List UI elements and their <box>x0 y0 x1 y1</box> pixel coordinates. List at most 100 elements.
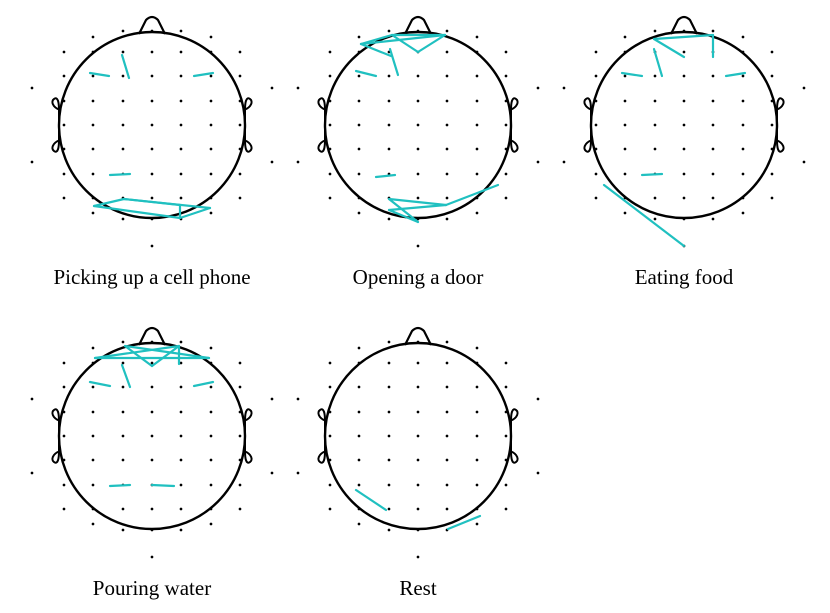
electrode-dot <box>536 471 540 475</box>
panel-caption: Picking up a cell phone <box>53 265 250 289</box>
electrode-dot <box>802 160 806 164</box>
electrode-dot <box>179 172 183 176</box>
electrode-dot <box>475 211 479 215</box>
electrode-dot <box>682 29 686 33</box>
panel-caption: Rest <box>399 576 437 600</box>
electrode-dot <box>711 147 715 151</box>
head-map <box>562 15 806 248</box>
electrode-dot <box>387 340 391 344</box>
electrode-dot <box>328 483 332 487</box>
electrode-dot <box>270 160 274 164</box>
electrode-dot <box>150 528 154 532</box>
electrode-dot <box>623 50 627 54</box>
electrode-dot <box>62 172 66 176</box>
electrode-dot <box>445 410 449 414</box>
electrode-dot <box>504 50 508 54</box>
electrode-dot <box>416 528 420 532</box>
electrode-dot <box>150 555 154 559</box>
electrode-dot <box>504 483 508 487</box>
connection-line <box>150 483 176 488</box>
electrode-dot <box>711 123 715 127</box>
connection-line <box>192 71 215 78</box>
electrode-dot <box>623 211 627 215</box>
panel-eating-food: Eating food <box>562 15 806 289</box>
electrode-dot <box>238 385 242 389</box>
electrode-dot <box>623 123 627 127</box>
electrode-dot <box>296 86 300 90</box>
connection-line <box>123 344 211 360</box>
electrode-dot <box>475 35 479 39</box>
electrode-dot <box>357 522 361 526</box>
electrode-dot <box>209 385 213 389</box>
connection-line <box>123 344 154 368</box>
head-map <box>296 15 540 248</box>
electrode-dot <box>150 410 154 414</box>
electrode-dot <box>770 196 774 200</box>
electrode-dot <box>445 458 449 462</box>
electrode-dot <box>30 160 34 164</box>
electrode-dot <box>121 29 125 33</box>
electrode-dot <box>357 99 361 103</box>
electrode-dot <box>682 147 686 151</box>
electrode-dot <box>179 147 183 151</box>
electrode-dot <box>179 410 183 414</box>
electrode-dot <box>653 99 657 103</box>
connection-line <box>374 173 397 179</box>
electrode-dot <box>179 50 183 54</box>
electrode-dot <box>209 410 213 414</box>
electrode-dot <box>91 458 95 462</box>
electrode-dot <box>91 346 95 350</box>
electrode-dot <box>387 434 391 438</box>
electrode-dot <box>238 50 242 54</box>
electrode-dot <box>209 50 213 54</box>
electrode-dot <box>475 99 479 103</box>
panel-opening-a-door: Opening a door <box>296 15 540 289</box>
electrode-dot <box>416 172 420 176</box>
electrode-dot <box>623 196 627 200</box>
connection-line <box>178 206 212 220</box>
electrode-dot <box>445 50 449 54</box>
electrode-dot <box>62 385 66 389</box>
electrode-dot <box>91 361 95 365</box>
electrode-dot <box>150 217 154 221</box>
electrode-dot <box>416 123 420 127</box>
electrode-dot <box>387 528 391 532</box>
electrode-dot <box>653 74 657 78</box>
electrode-dot <box>209 507 213 511</box>
electrode-dot <box>387 123 391 127</box>
electrode-dot <box>91 35 95 39</box>
panel-pouring-water: Pouring water <box>30 326 274 600</box>
electrode-dot <box>475 346 479 350</box>
electrode-dot <box>594 99 598 103</box>
electrode-dot <box>62 99 66 103</box>
electrode-dot <box>150 361 154 365</box>
electrode-dot <box>328 50 332 54</box>
electrode-dot <box>445 217 449 221</box>
electrode-dot <box>179 74 183 78</box>
electrode-dot <box>416 458 420 462</box>
electrode-dot <box>357 361 361 365</box>
electrode-dot <box>62 458 66 462</box>
electrode-dot <box>445 196 449 200</box>
connection-line <box>88 71 111 78</box>
electrode-dot <box>475 410 479 414</box>
panel-rest: Rest <box>296 326 540 600</box>
electrode-dot <box>91 172 95 176</box>
electrode-dot <box>328 172 332 176</box>
connection-line <box>652 33 715 41</box>
head-map <box>296 326 540 559</box>
electrode-dot <box>741 147 745 151</box>
electrode-dot <box>741 35 745 39</box>
electrode-dot <box>91 385 95 389</box>
electrode-dot <box>445 172 449 176</box>
electrode-dot <box>357 147 361 151</box>
electrode-dot <box>504 434 508 438</box>
electrode-dot <box>238 74 242 78</box>
electrode-dot <box>623 147 627 151</box>
electrode-dot <box>504 507 508 511</box>
electrode-dot <box>416 99 420 103</box>
electrode-dot <box>121 434 125 438</box>
electrode-dot <box>209 99 213 103</box>
electrode-dot <box>179 507 183 511</box>
connection-line <box>93 344 181 360</box>
